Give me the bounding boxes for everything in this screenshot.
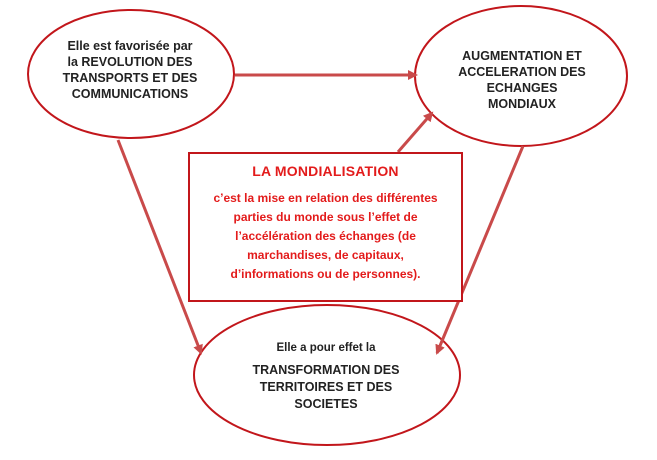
definition-line: l’accélération des échanges (de [235,229,416,243]
node-line: TRANSPORTS ET DES [62,71,198,85]
ellipse-top-left [27,9,235,139]
arrow-top-right-to-bottom [435,145,525,355]
ellipse-bottom [193,304,461,446]
node-line: COMMUNICATIONS [71,87,189,101]
definition-line: c’est la mise en relation des différente… [213,191,438,205]
node-line: Elle est favorisée par [67,39,193,53]
node-line: la REVOLUTION DES [67,55,193,69]
node-line: ACCELERATION DES [458,65,586,79]
node-line: ECHANGES [486,81,558,95]
definition-line: marchandises, de capitaux, [247,248,404,262]
node-line: SOCIETES [294,397,358,411]
node-line: AUGMENTATION ET [462,49,582,63]
node-bottom-text: Elle a pour effet la TRANSFORMATION DES … [215,340,437,413]
center-definition-text: c’est la mise en relation des différente… [190,189,461,284]
node-top-right-text: AUGMENTATION ET ACCELERATION DES ECHANGE… [432,48,612,112]
definition-line: d’informations ou de personnes). [230,267,421,281]
node-top-left-text: Elle est favorisée par la REVOLUTION DES… [40,38,220,102]
center-definition-box: LA MONDIALISATION c’est la mise en relat… [188,152,463,302]
node-intro: Elle a pour effet la [276,342,376,354]
arrow-top-left-to-bottom [116,139,203,355]
center-title: LA MONDIALISATION [252,163,399,179]
node-line: MONDIAUX [487,97,557,111]
node-line: TERRITOIRES ET DES [259,380,393,394]
definition-line: parties du monde sous l’effet de [233,210,418,224]
node-line: TRANSFORMATION DES [252,363,400,377]
arrow-center-to-top-right [396,111,434,153]
